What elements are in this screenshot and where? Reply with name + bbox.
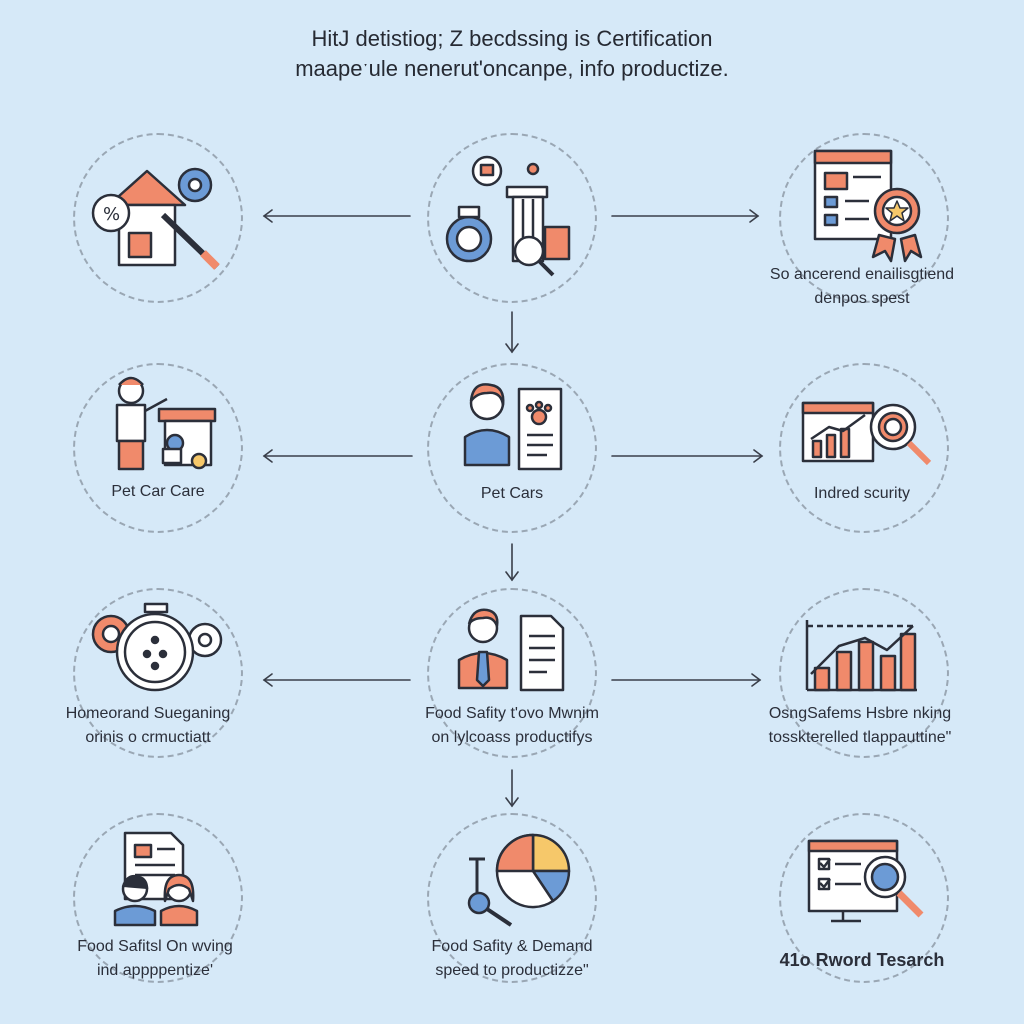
person-house-pets-icon: [115, 376, 217, 471]
house-gear-tools-icon: %: [91, 167, 220, 270]
arrow-top-right: [611, 209, 760, 223]
node-mid-center-label: Pet Cars: [480, 485, 544, 502]
node-row3-left: [73, 588, 243, 758]
page-title: HitJ detistiog; Z becdssing is Certifica…: [311, 26, 713, 51]
node-bottom-left: [73, 813, 243, 983]
node-mid-left: [73, 363, 243, 533]
node-row3-right-label: OsngSafems Hsbre nking tosskterelled tla…: [768, 705, 952, 746]
page-subtitle: maapeˑule nenerut'oncanpe, info producti…: [295, 56, 729, 81]
node-top-center: [427, 133, 597, 303]
arrow-mid-left: [262, 449, 413, 463]
monitor-checklist-search-icon: [807, 839, 924, 923]
arrow-mid-down: [505, 543, 519, 582]
node-bottom-right-label: 41o Rword Tesarch: [779, 950, 945, 970]
arrow-row3-down: [505, 769, 519, 808]
node-bottom-center-label: Food Safity & Demand speed to productizz…: [431, 938, 593, 979]
arrow-row3-right: [611, 673, 762, 687]
products-inspection-icon: [445, 155, 571, 277]
arrow-top-down: [505, 311, 519, 354]
node-row3-right: [779, 588, 949, 758]
arrow-top-left: [262, 209, 411, 223]
person-pet-document-icon: [463, 383, 563, 471]
node-bottom-center: [427, 813, 597, 983]
pie-chart-tools-icon: [467, 833, 571, 927]
node-mid-right-label: Indred scurity: [813, 485, 911, 502]
node-bottom-right: [779, 813, 949, 983]
node-row3-center: [427, 588, 597, 758]
node-bottom-left-label: Food Safitsl On wving ind appppentize': [77, 938, 233, 979]
node-mid-center: [427, 363, 597, 533]
node-mid-right: [779, 363, 949, 533]
people-document-icon: [113, 831, 199, 927]
gears-clock-icon: [91, 602, 223, 692]
node-row3-center-label: Food Safity t'ovo Mwnim on lylcoass prod…: [425, 705, 599, 746]
node-mid-left-label: Pet Car Care: [111, 483, 205, 500]
bar-chart-trend-icon: [805, 620, 917, 692]
arrow-mid-right: [611, 449, 764, 463]
node-top-right: [779, 133, 949, 303]
arrow-row3-left: [262, 673, 411, 687]
person-document-icon: [457, 608, 565, 692]
certificate-award-icon: [813, 149, 923, 263]
svg-text:%: %: [103, 204, 120, 225]
node-top-left: %: [73, 133, 243, 303]
node-top-right-label: So ancerend enailisgtiend denpos spest: [769, 266, 955, 307]
chart-magnifier-icon: [801, 401, 932, 466]
node-row3-left-label: Homeorand Sueganing orinis o crmuctiatt: [65, 705, 231, 746]
